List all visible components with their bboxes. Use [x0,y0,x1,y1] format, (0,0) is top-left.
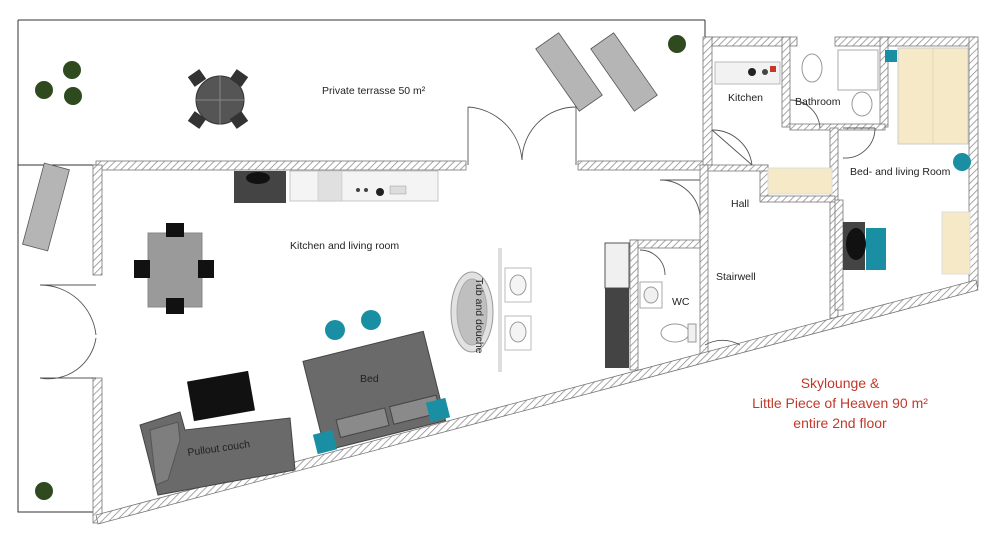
round-table [187,69,249,129]
label-bed: Bed [360,373,379,385]
label-stairwell: Stairwell [716,271,756,283]
caption-line-3: entire 2nd floor [793,415,887,431]
label-bed-living: Bed- and living Room [850,166,951,178]
wardrobe [604,242,630,368]
label-kitchen-living: Kitchen and living room [290,240,399,252]
main-bed [302,330,451,455]
sinks [504,267,532,351]
caption-line-2: Little Piece of Heaven 90 m² [752,395,928,411]
bathroom-fixtures [801,49,879,117]
tv-unit [186,370,256,422]
diagonal-wall [95,279,979,525]
sun-loungers [22,32,658,252]
bathtub [450,248,502,372]
label-tub-shower: Tub and douche [473,278,485,354]
right-room-furniture [767,153,971,275]
plants [35,35,686,500]
caption-line-1: Skylounge & [801,375,880,391]
teal-stools [325,310,381,340]
label-bathroom: Bathroom [795,96,841,108]
label-private-terrace: Private terrasse 50 m² [322,85,426,97]
dining-table [134,223,214,314]
kitchenette [714,61,781,85]
pullout-couch [139,411,296,496]
right-bed [885,47,969,145]
label-wc: WC [672,296,690,308]
label-hall: Hall [731,198,749,210]
wc-fixtures [639,281,697,343]
walls [92,36,979,524]
kitchen-counter [234,170,439,203]
doors [39,99,876,380]
label-kitchen: Kitchen [728,92,763,104]
